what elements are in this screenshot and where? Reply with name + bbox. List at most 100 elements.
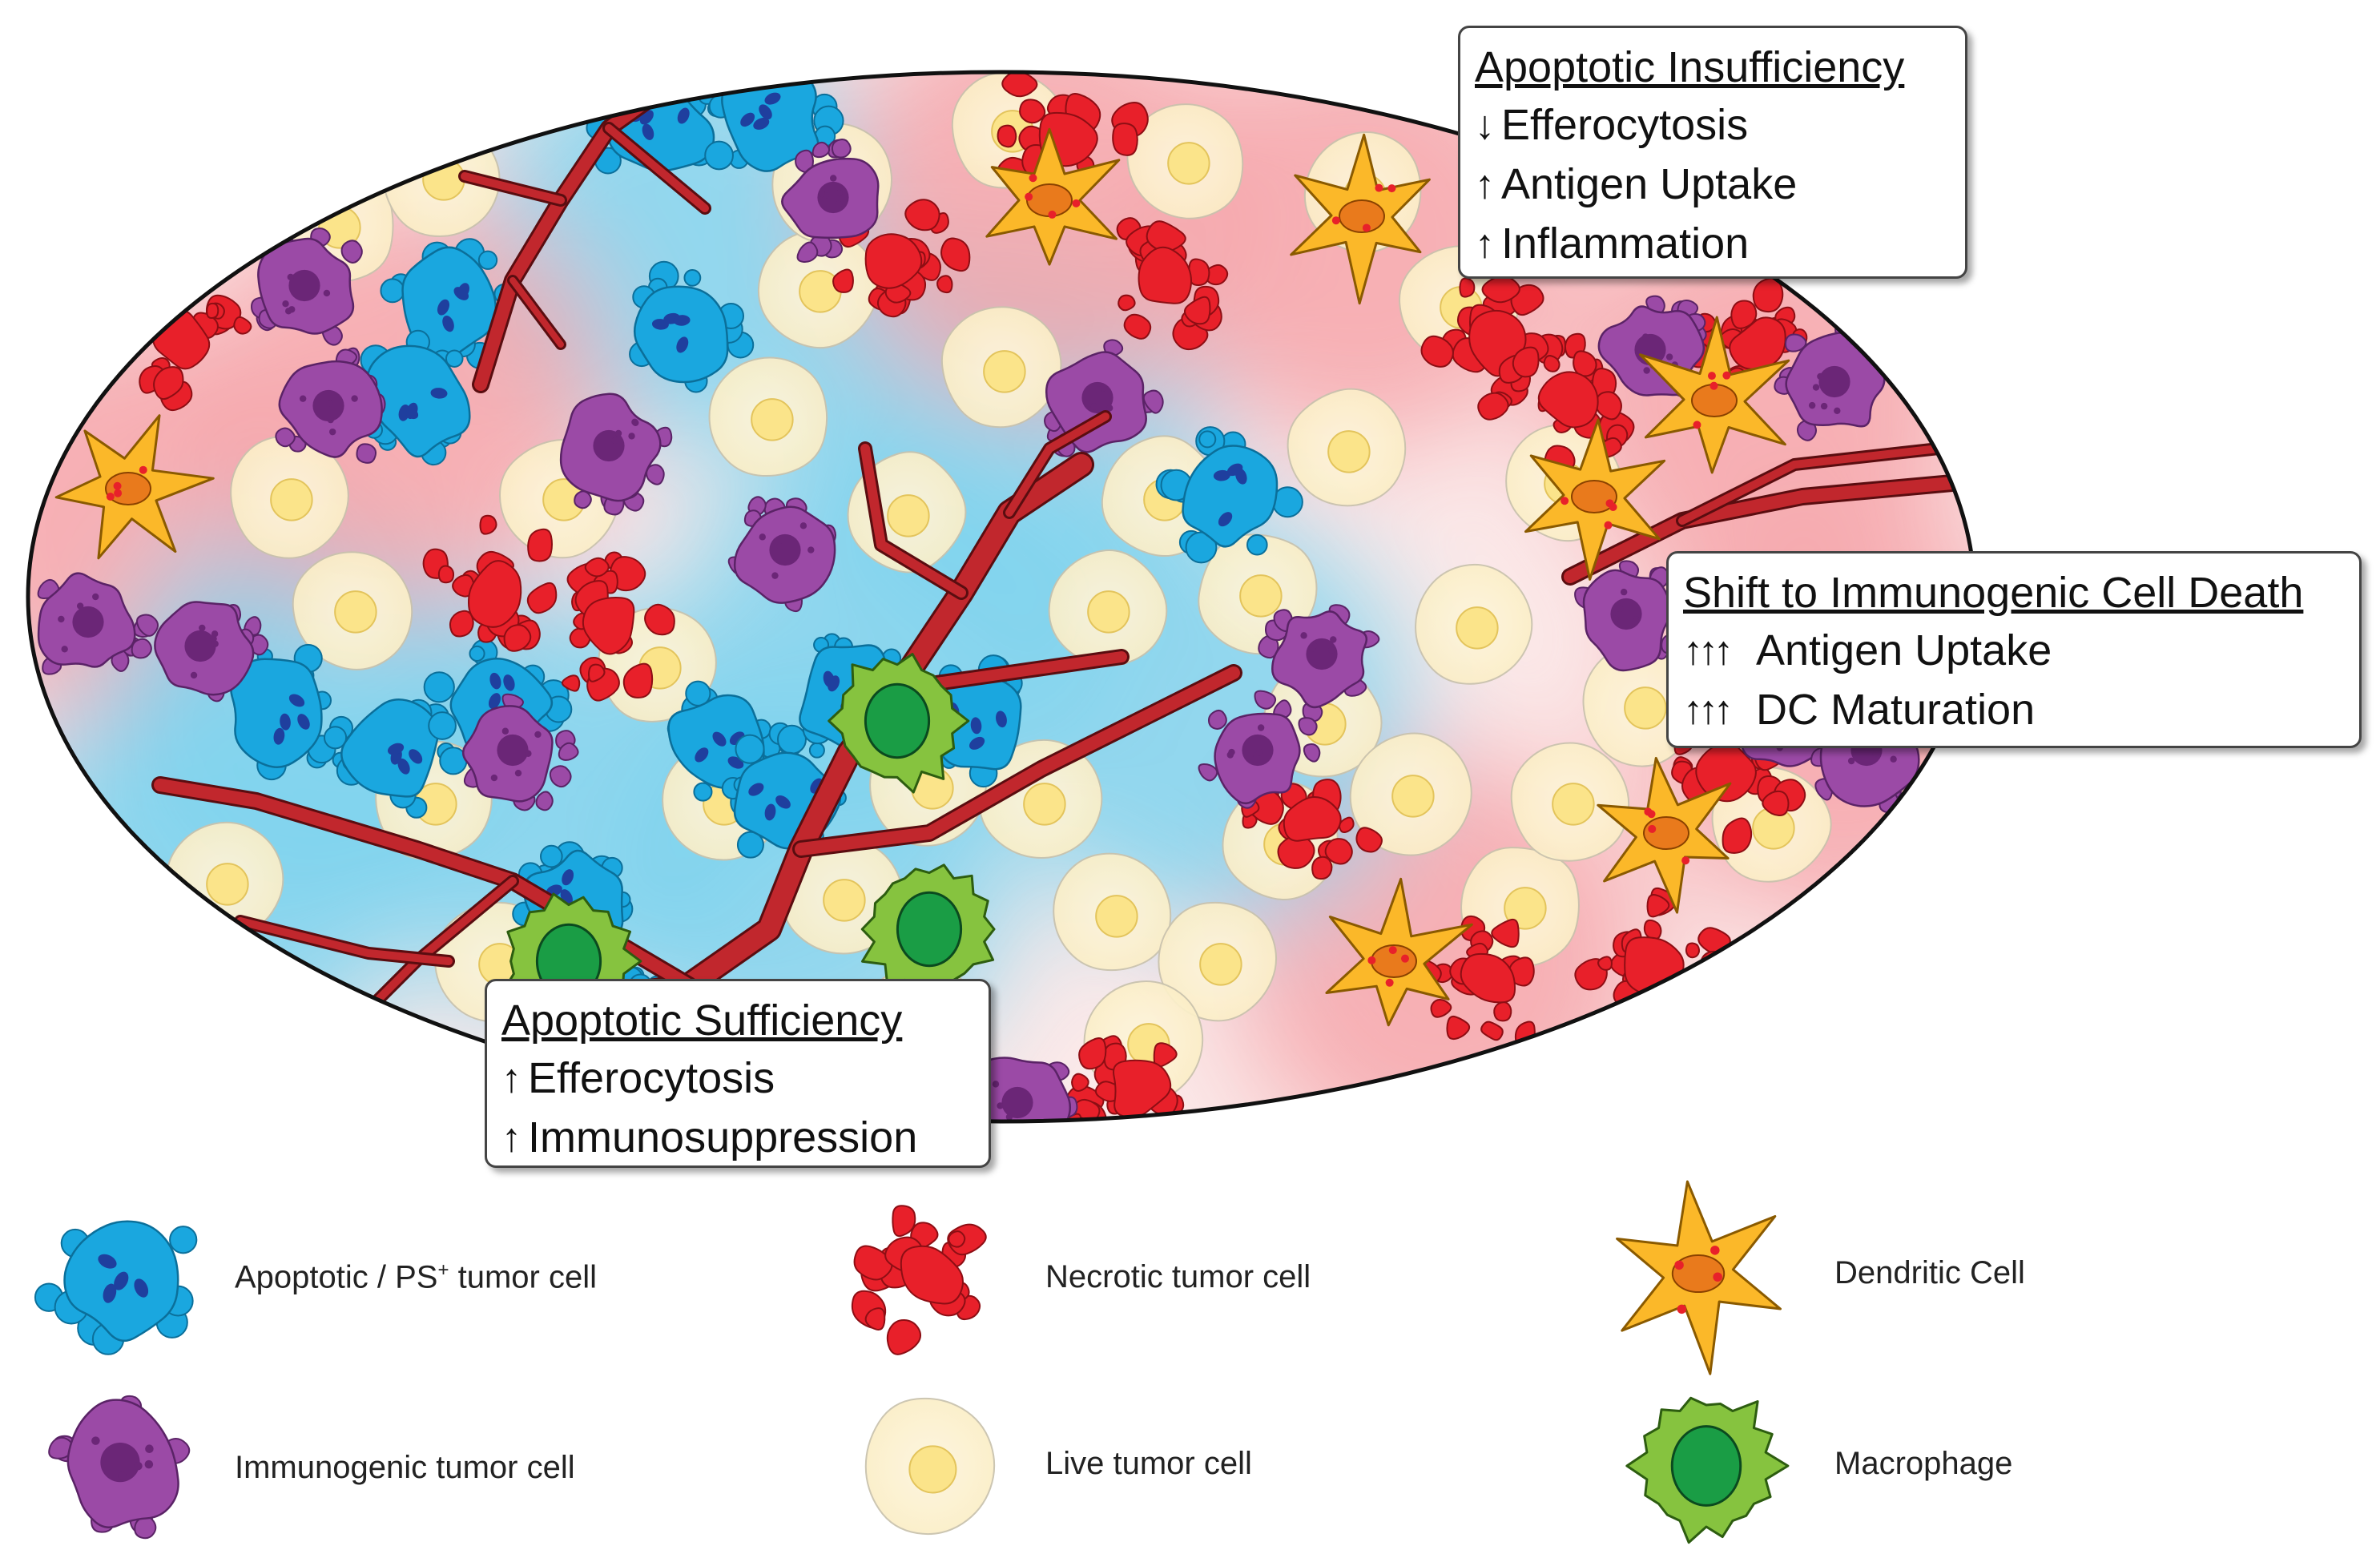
necrotic-tumor-cell [1065, 1035, 1185, 1121]
necrotic-tumor-cell [832, 199, 971, 318]
legend-icons [34, 1180, 1790, 1544]
immunogenic-tumor-cell [131, 601, 269, 702]
callout-row: ↑ Efferocytosis [501, 1049, 971, 1108]
legend-label-necrotic: Necrotic tumor cell [1045, 1259, 1311, 1294]
dendritic-cell [1638, 316, 1790, 474]
callout-row: ↑↑↑ Antigen Uptake [1683, 621, 2342, 680]
macrophage [860, 864, 996, 1001]
necrotic-tumor-cell [1116, 217, 1229, 351]
apoptotic-tumor-cell [360, 329, 471, 466]
callout-row-text: Efferocytosis [528, 1054, 775, 1102]
callout-title: Apoptotic Sufficiency [501, 996, 903, 1045]
live-tumor-cell [978, 739, 1103, 859]
live-tumor-cell [1287, 388, 1407, 507]
macrophage [1625, 1396, 1790, 1544]
legend-label-macrophage: Macrophage [1834, 1446, 2013, 1481]
apoptotic-tumor-cell [629, 260, 755, 393]
immunogenic-tumor-cell [1198, 690, 1321, 809]
dendritic-cell [1325, 877, 1473, 1027]
necrotic-tumor-cell [422, 514, 558, 652]
immunogenic-tumor-cell [37, 572, 159, 675]
callout-apoptotic-insufficiency: Apoptotic Insufficiency ↓ Efferocytosis … [1458, 26, 1967, 279]
callout-row: ↑↑↑ DC Maturation [1683, 680, 2342, 739]
dendritic-cell-icon [1616, 1180, 1782, 1375]
arrow-up-icon: ↑ [501, 1056, 522, 1101]
live-tumor-cell [1349, 732, 1472, 856]
live-tumor-cell [1048, 549, 1168, 666]
immunogenic-tumor-cell [251, 227, 363, 346]
blood-vessel [509, 277, 564, 348]
apoptotic-tumor-cell [380, 238, 515, 369]
callout-row: ↑ Antigen Uptake [1475, 155, 1947, 214]
necrotic-cell-icon [851, 1205, 987, 1355]
immunogenic-tumor-cell [727, 496, 836, 613]
callout-row: ↑ Inflammation [1475, 214, 1947, 273]
necrotic-tumor-cell [851, 1205, 987, 1355]
arrow-down-icon: ↓ [1475, 103, 1495, 147]
necrotic-tumor-cell [561, 551, 675, 702]
blood-vessel [461, 172, 565, 204]
live-cell-icon [864, 1397, 996, 1536]
necrotic-tumor-cell [1241, 767, 1383, 880]
live-tumor-cell [757, 229, 880, 349]
arrow-up-icon: ↑ [1475, 221, 1495, 266]
live-tumor-cell [230, 435, 349, 559]
dendritic-cell [985, 127, 1121, 266]
blood-vessel [605, 124, 709, 212]
arrow-up-icon: ↑ [501, 1115, 522, 1160]
legend-label-apoptotic: Apoptotic / PS+ tumor cell [235, 1259, 597, 1295]
live-tumor-cell [1158, 901, 1277, 1022]
live-tumor-cell [864, 1397, 996, 1536]
blood-vessel [236, 917, 453, 965]
blood-vessel [795, 666, 1240, 855]
live-tumor-cell [708, 356, 828, 477]
dendritic-cell [54, 414, 215, 560]
blood-vessel [1005, 413, 1109, 517]
immunogenic-tumor-cell [48, 1395, 191, 1540]
apoptotic-cell-icon [34, 1220, 198, 1355]
callout-row-text: Antigen Uptake [1501, 160, 1798, 208]
live-tumor-cell [292, 551, 413, 670]
callout-row: ↓ Efferocytosis [1475, 95, 1947, 155]
callout-row-text: DC Maturation [1756, 686, 2036, 734]
blood-vessel [1564, 474, 1975, 583]
apoptotic-tumor-cell [230, 643, 354, 781]
callout-row-text: Antigen Uptake [1756, 626, 2052, 674]
legend-label-live: Live tumor cell [1045, 1446, 1252, 1481]
dendritic-cell [1616, 1180, 1782, 1375]
triple-arrow-up-icon: ↑↑↑ [1683, 628, 1734, 673]
immunogenic-tumor-cell [559, 393, 673, 516]
arrow-up-icon: ↑ [1475, 162, 1495, 207]
live-tumor-cell [1126, 103, 1244, 219]
immunogenic-tumor-cell [461, 693, 579, 811]
callout-apoptotic-sufficiency: Apoptotic Sufficiency ↑ Efferocytosis ↑ … [485, 979, 991, 1168]
dendritic-cell [1597, 756, 1732, 914]
callout-title: Apoptotic Insufficiency [1475, 43, 1905, 91]
immunogenic-tumor-cell [1258, 604, 1380, 723]
callout-title: Shift to Immunogenic Cell Death [1683, 569, 2304, 617]
callout-row-text: Inflammation [1501, 219, 1750, 268]
triple-arrow-up-icon: ↑↑↑ [1683, 687, 1734, 732]
apoptotic-tumor-cell [1155, 426, 1303, 564]
dendritic-cell [1524, 418, 1666, 581]
macrophage-icon [1625, 1396, 1790, 1544]
callout-row: ↑ Immunosuppression [501, 1108, 971, 1167]
immunogenic-tumor-cell [781, 139, 880, 263]
callout-immunogenic-cell-death: Shift to Immunogenic Cell Death ↑↑↑ Anti… [1666, 551, 2362, 748]
callout-row-text: Efferocytosis [1501, 101, 1749, 149]
immunogenic-tumor-cell [275, 347, 386, 464]
blood-vessel [1678, 445, 1943, 525]
blood-vessel [860, 444, 966, 598]
live-tumor-cell [1415, 563, 1533, 685]
legend-label-dendritic: Dendritic Cell [1834, 1255, 2025, 1290]
live-tumor-cell [1510, 742, 1630, 862]
callout-row-text: Immunosuppression [528, 1113, 918, 1161]
live-tumor-cell [940, 306, 1062, 429]
immunogenic-tumor-cell [956, 1057, 1078, 1121]
immunogenic-cell-icon [48, 1395, 191, 1540]
apoptotic-tumor-cell [34, 1220, 198, 1355]
macrophage [828, 653, 970, 794]
dendritic-cell [1290, 133, 1431, 305]
